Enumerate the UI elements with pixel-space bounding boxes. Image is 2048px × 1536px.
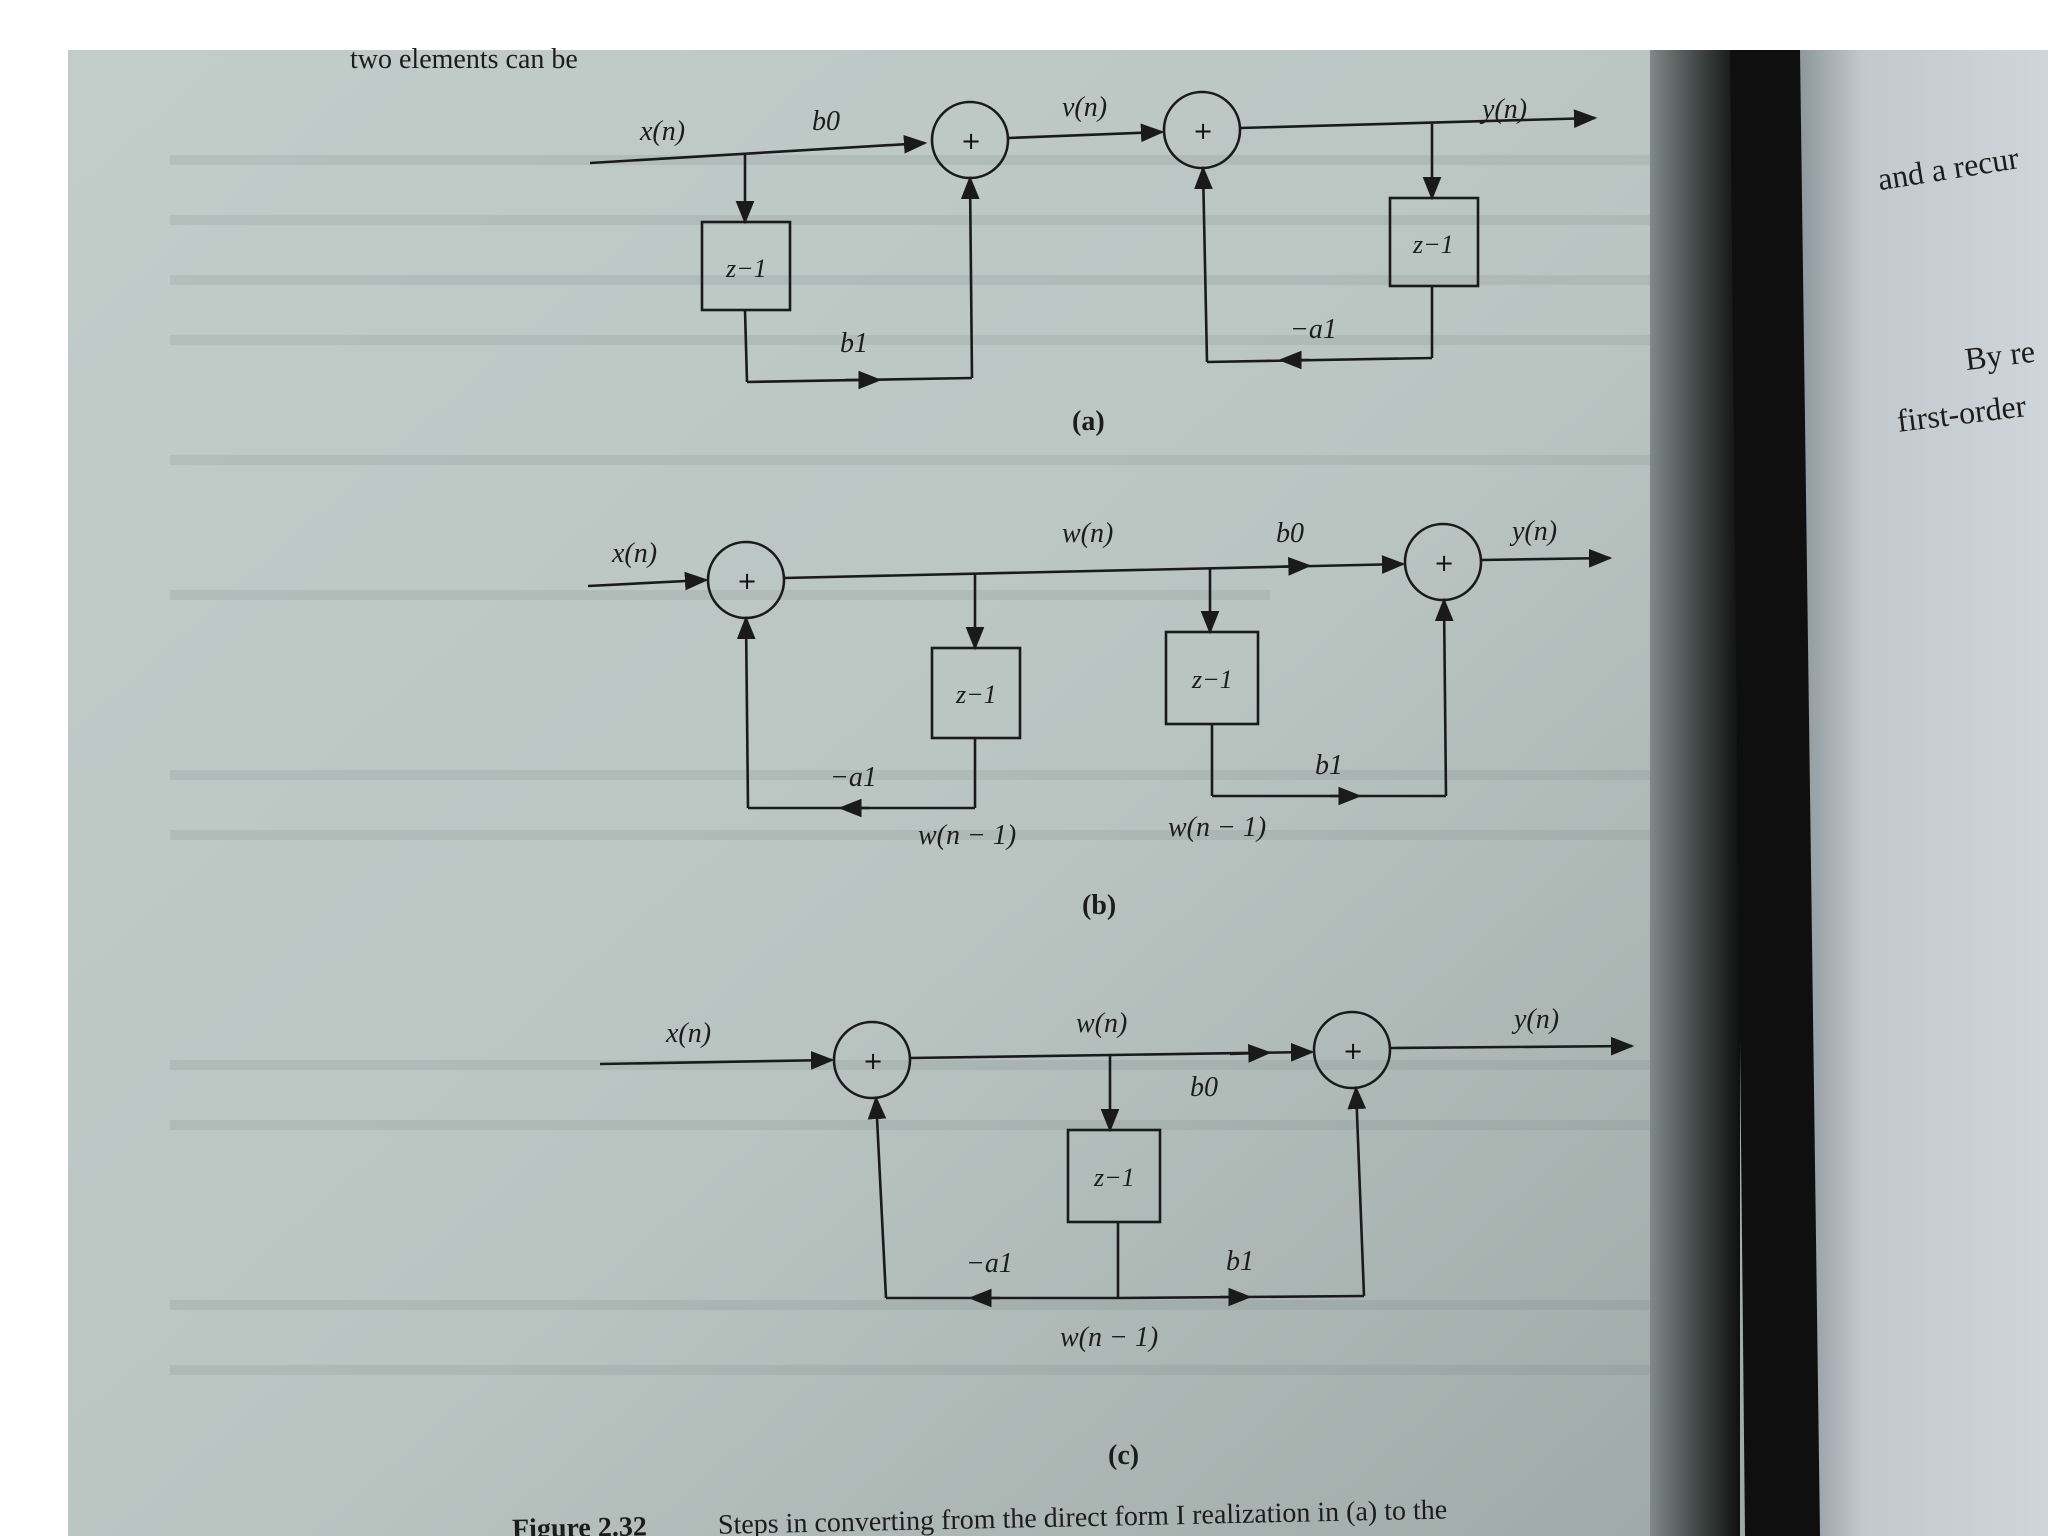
show-through-text — [170, 155, 1650, 1375]
delay-label: z−1 — [725, 254, 767, 283]
delay-block — [1066, 1128, 1162, 1224]
delay-block — [1388, 196, 1480, 288]
label-x: x(n) — [611, 538, 657, 569]
caption-c: (c) — [1108, 1440, 1139, 1471]
left-page — [68, 50, 1748, 1536]
label-y: y(n) — [1509, 516, 1557, 547]
label-b1: b1 — [1226, 1246, 1254, 1277]
delay-label: z−1 — [1191, 665, 1233, 694]
label-w-delay-right: w(n − 1) — [1168, 812, 1266, 843]
svg-text:+: + — [737, 567, 757, 595]
label-b0: b0 — [1276, 518, 1304, 549]
label-neg-a1: −a1 — [830, 762, 877, 793]
svg-text:+: + — [863, 1047, 883, 1075]
label-x: x(n) — [639, 116, 685, 147]
delay-label: z−1 — [1093, 1163, 1135, 1192]
right-page-line-2: By re — [1963, 333, 2037, 377]
label-w-delay-left: w(n − 1) — [918, 820, 1016, 851]
label-w: w(n) — [1076, 1008, 1127, 1039]
figure-caption-number: Figure 2.32 — [512, 1511, 647, 1536]
label-w-delay: w(n − 1) — [1060, 1322, 1158, 1353]
page-gutter — [1650, 50, 1740, 1536]
label-b1: b1 — [840, 328, 868, 359]
diagram-c: + + x(n) w(n) y(n) b0 −a1 b1 w(n − 1) z−… — [599, 1004, 1635, 1471]
svg-text:+: + — [1343, 1037, 1363, 1065]
svg-text:+: + — [1434, 549, 1454, 577]
top-cut-text: two elements can be — [350, 44, 578, 75]
label-b0: b0 — [1190, 1072, 1218, 1103]
label-neg-a1: −a1 — [1290, 314, 1337, 345]
right-page — [1800, 50, 2048, 1536]
adder-node — [930, 100, 1010, 180]
caption-a: (a) — [1072, 406, 1105, 437]
label-x: x(n) — [665, 1018, 711, 1049]
label-v: v(n) — [1062, 92, 1107, 123]
label-y: y(n) — [1479, 94, 1527, 125]
diagram-a: + + x(n) b0 v(n) y(n) b1 −a1 z−1 z−1 (a) — [589, 90, 1598, 437]
label-w: w(n) — [1062, 518, 1113, 549]
label-b0: b0 — [812, 106, 840, 137]
label-neg-a1: −a1 — [966, 1248, 1013, 1279]
delay-label: z−1 — [955, 680, 997, 709]
svg-text:+: + — [1193, 117, 1213, 145]
svg-text:+: + — [961, 127, 981, 155]
label-y: y(n) — [1511, 1004, 1559, 1035]
delay-label: z−1 — [1412, 230, 1454, 259]
diagram-b: + + x(n) w(n) b0 y(n) −a1 b1 w(n − 1) w(… — [587, 516, 1613, 921]
caption-b: (b) — [1082, 890, 1116, 921]
label-b1: b1 — [1315, 750, 1343, 781]
